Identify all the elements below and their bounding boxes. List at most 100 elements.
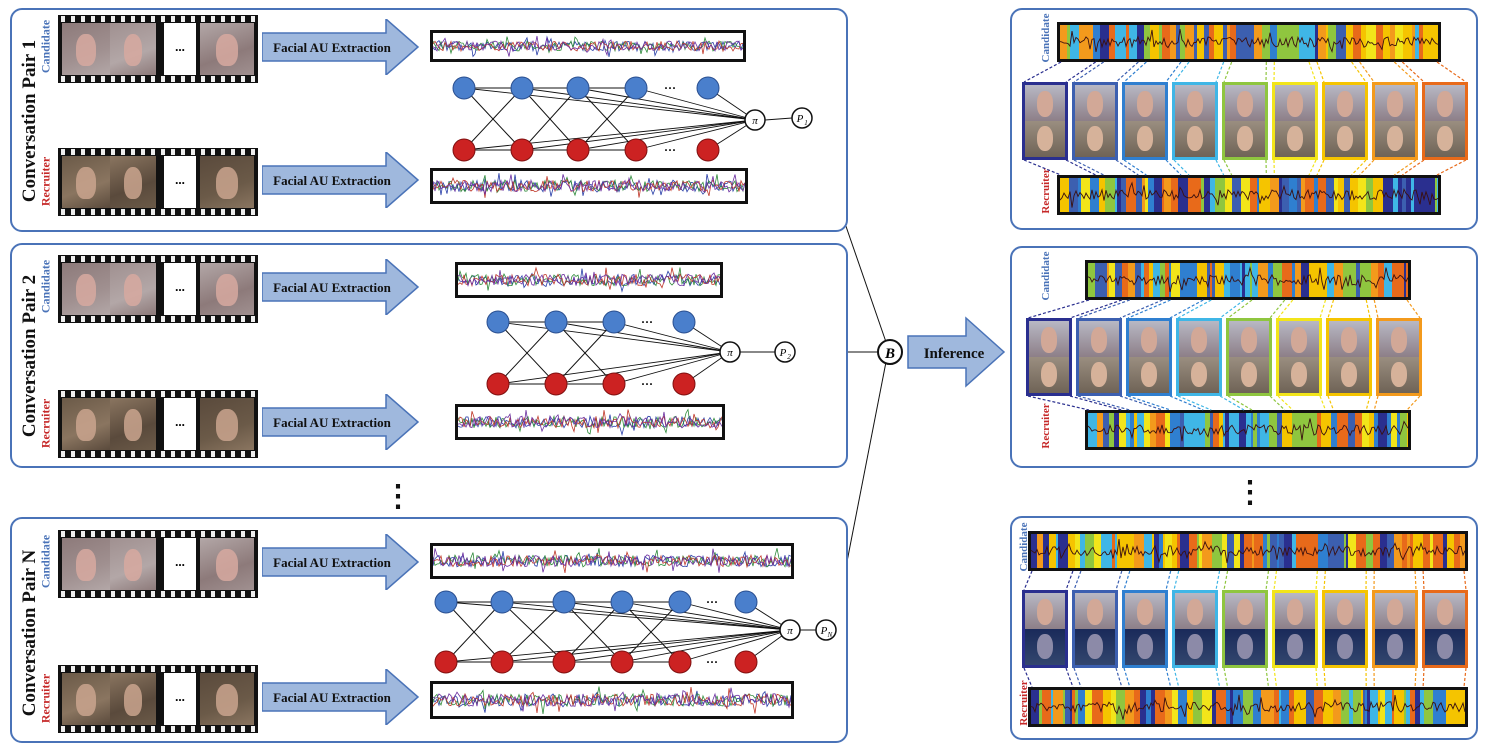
state-exemplar-frame — [1272, 590, 1318, 668]
state-segment — [1335, 534, 1344, 568]
face-silhouette — [1437, 599, 1453, 625]
state-segment — [1189, 534, 1197, 568]
recruiter-state-heatmap-strip — [1031, 690, 1465, 724]
state-segment — [1225, 413, 1229, 447]
state-segment — [1331, 413, 1337, 447]
face-silhouette — [216, 34, 238, 66]
video-frame — [110, 23, 156, 75]
state-exemplar-frame — [1022, 82, 1068, 160]
state-segment — [1381, 263, 1384, 297]
state-segment — [1348, 413, 1355, 447]
candidate-label: Candidate — [38, 259, 53, 314]
state-segment — [1230, 263, 1240, 297]
state-segment — [1401, 263, 1404, 297]
face-silhouette — [1387, 634, 1403, 660]
state-segment — [1200, 413, 1205, 447]
state-segment — [1172, 690, 1178, 724]
state-segment — [1326, 178, 1334, 212]
state-segment — [1253, 413, 1257, 447]
state-segment — [1411, 178, 1414, 212]
recruiter-face-thumb — [1075, 629, 1115, 665]
state-segment — [1394, 534, 1402, 568]
face-silhouette — [123, 274, 143, 306]
candidate-label: Candidate — [1040, 251, 1052, 301]
state-segment — [1122, 25, 1126, 59]
state-segment — [1101, 534, 1106, 568]
face-silhouette — [1287, 599, 1303, 625]
candidate-filmstrip: ... — [58, 255, 258, 323]
state-segment — [1437, 178, 1438, 212]
state-segment — [1042, 690, 1051, 724]
face-silhouette — [1191, 362, 1207, 388]
state-segment — [1385, 690, 1392, 724]
state-segment — [1142, 178, 1145, 212]
state-segment — [1067, 25, 1070, 59]
face-silhouette — [1087, 91, 1103, 117]
au-trace — [1031, 694, 1465, 720]
face-silhouette — [1391, 362, 1407, 388]
face-silhouette — [1037, 126, 1053, 152]
state-segment — [1387, 413, 1391, 447]
state-exemplar-frame — [1376, 318, 1422, 396]
state-segment — [1353, 25, 1361, 59]
face-silhouette — [1287, 126, 1303, 152]
state-segment — [1097, 413, 1103, 447]
state-segment — [1323, 690, 1333, 724]
state-segment — [1219, 413, 1223, 447]
state-segment — [1170, 413, 1180, 447]
inference-label: Inference — [924, 346, 985, 362]
recruiter-face-thumb — [1175, 629, 1215, 665]
state-segment — [1371, 263, 1378, 297]
state-segment — [1314, 178, 1318, 212]
film-perforation — [58, 726, 258, 732]
state-segment — [1210, 263, 1212, 297]
state-segment — [1111, 178, 1115, 212]
state-segment — [1446, 690, 1455, 724]
state-segment — [1391, 413, 1394, 447]
state-segment — [1430, 534, 1433, 568]
facial-au-extraction-arrow: Facial AU Extraction — [262, 19, 420, 75]
state-segment — [1282, 263, 1292, 297]
film-perforation — [58, 666, 258, 672]
state-segment — [1318, 178, 1326, 212]
state-segment — [1309, 263, 1318, 297]
facial-au-extraction-label: Facial AU Extraction — [273, 690, 391, 705]
state-segment — [1125, 534, 1134, 568]
candidate-face-thumb — [1075, 85, 1115, 121]
state-exemplar-frame — [1072, 82, 1118, 160]
face-silhouette — [76, 684, 96, 716]
film-perforation — [58, 531, 258, 537]
candidate-face-thumb — [1275, 593, 1315, 629]
state-segment — [1404, 690, 1406, 724]
state-segment — [1239, 413, 1242, 447]
state-segment — [1031, 690, 1039, 724]
state-segment — [1214, 25, 1223, 59]
face-silhouette — [1337, 91, 1353, 117]
au-trace — [433, 40, 743, 55]
state-segment — [1252, 534, 1254, 568]
state-segment — [1185, 25, 1194, 59]
state-segment — [1240, 534, 1244, 568]
state-segment — [1305, 534, 1312, 568]
video-frame — [110, 263, 156, 315]
state-segment — [1312, 534, 1318, 568]
state-segment — [1250, 263, 1252, 297]
video-frame — [110, 398, 156, 450]
global-node-b — [877, 339, 903, 365]
state-segment — [1178, 690, 1187, 724]
face-silhouette — [123, 549, 143, 581]
state-segment — [1150, 25, 1159, 59]
face-silhouette — [1137, 126, 1153, 152]
state-segment — [1455, 690, 1465, 724]
video-frame — [62, 23, 110, 75]
state-exemplar-frame — [1122, 590, 1168, 668]
state-segment — [1366, 178, 1373, 212]
state-segment — [1197, 534, 1199, 568]
candidate-au-signal-waveform — [433, 35, 743, 58]
candidate-state-heatmap — [1057, 22, 1441, 62]
video-frame — [62, 263, 110, 315]
state-segment — [1406, 690, 1410, 724]
face-silhouette — [76, 549, 96, 581]
state-segment — [1270, 178, 1279, 212]
